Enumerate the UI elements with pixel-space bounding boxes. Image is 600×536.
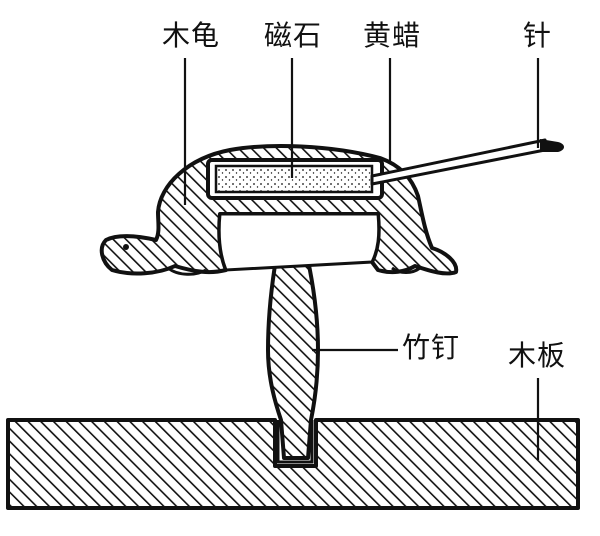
wood-turtle-label: 木龟 xyxy=(162,19,221,52)
bamboo-nail xyxy=(266,206,320,460)
magnet-label: 磁石 xyxy=(264,19,323,52)
needle-label: 针 xyxy=(523,19,553,52)
bamboo-nail-label: 竹钉 xyxy=(402,331,461,364)
wood-board-label: 木板 xyxy=(508,339,567,372)
needle xyxy=(370,138,564,186)
wood-board xyxy=(6,418,580,510)
board-socket xyxy=(276,420,314,464)
beeswax-label: 黄蜡 xyxy=(363,19,422,52)
magnet xyxy=(214,164,374,194)
